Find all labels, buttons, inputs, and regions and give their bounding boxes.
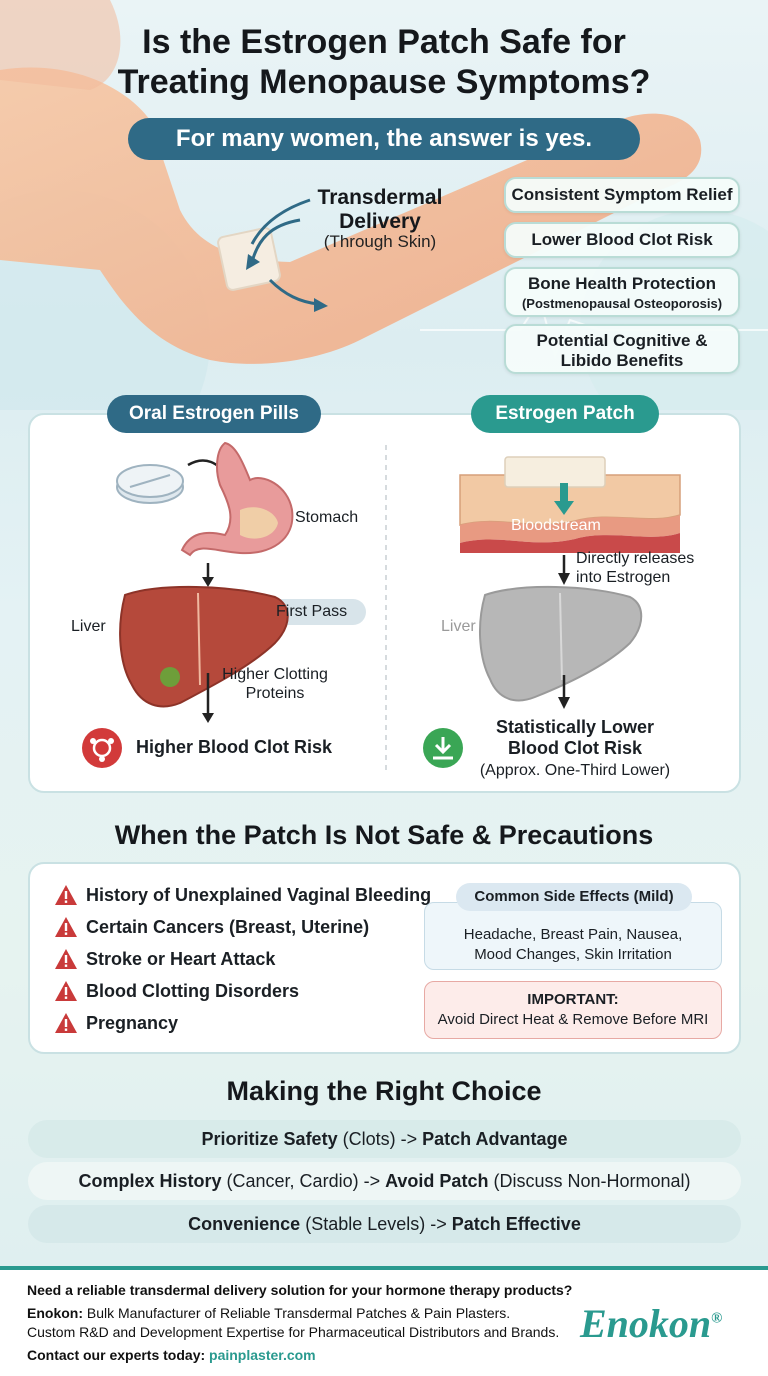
side-effects-line-1: Headache, Breast Pain, Nausea,	[463, 926, 683, 943]
brand-logo: Enokon®	[580, 1300, 722, 1347]
comparison-illustration	[82, 441, 681, 775]
footer-contact-label: Contact our experts today:	[27, 1347, 210, 1363]
proteins-line-1: Higher Clotting	[222, 666, 328, 683]
precaution-label: Certain Cancers (Breast, Uterine)	[86, 916, 370, 937]
benefit-clot-risk: Lower Blood Clot Risk	[504, 222, 740, 258]
liver-bypass-label: Liver	[441, 618, 476, 635]
precaution-label: Pregnancy	[86, 1012, 179, 1033]
choice-detail: (Stable Levels) ->	[300, 1214, 452, 1234]
precaution-item: Pregnancy	[54, 1010, 178, 1036]
choice-row-safety: Prioritize Safety (Clots) -> Patch Advan…	[28, 1120, 741, 1158]
benefit-label: Potential Cognitive &	[536, 331, 708, 350]
benefit-symptom-relief: Consistent Symptom Relief	[504, 177, 740, 213]
benefit-label: Consistent Symptom Relief	[511, 185, 733, 204]
choice-result: Patch Effective	[451, 1214, 581, 1234]
benefit-note: Libido Benefits	[560, 351, 684, 370]
delivery-subtitle: (Through Skin)	[323, 232, 437, 251]
higher-risk-label: Higher Blood Clot Risk	[136, 737, 333, 757]
precaution-item: Blood Clotting Disorders	[54, 978, 299, 1004]
footer-expertise: Custom R&D and Development Expertise for…	[27, 1324, 560, 1340]
benefit-cognitive: Potential Cognitive & Libido Benefits	[504, 324, 740, 374]
footer-divider	[0, 1266, 768, 1270]
warning-icon	[55, 917, 77, 937]
liver-icon	[119, 585, 289, 708]
release-line-1: Directly releases	[576, 550, 695, 567]
blood-clot-risk-icon	[82, 728, 122, 768]
choice-heading: Making the Right Choice	[226, 1076, 542, 1106]
liver-grey-icon	[478, 585, 643, 702]
benefit-bone-health: Bone Health Protection (Postmenopausal O…	[504, 267, 740, 317]
proteins-line-2: Proteins	[245, 685, 305, 702]
precaution-item: Stroke or Heart Attack	[54, 946, 275, 972]
tag-oral-pills: Oral Estrogen Pills	[107, 395, 321, 433]
page-title: Is the Estrogen Patch Safe for Treating …	[0, 22, 768, 102]
release-label: Directly releases into Estrogen	[576, 549, 694, 587]
title-line-2: Treating Menopause Symptoms?	[117, 63, 651, 101]
brand-mark: ®	[711, 1310, 723, 1327]
choice-result: Patch Advantage	[422, 1129, 568, 1149]
benefit-note: (Postmenopausal Osteoporosis)	[521, 296, 723, 311]
release-line-2: into Estrogen	[576, 569, 671, 586]
bloodstream-label: Bloodstream	[511, 517, 601, 534]
choice-row-convenience: Convenience (Stable Levels) -> Patch Eff…	[28, 1205, 741, 1243]
footer-question: Need a reliable transdermal delivery sol…	[27, 1282, 573, 1298]
choice-row-history: Complex History (Cancer, Cardio) -> Avoi…	[28, 1162, 741, 1200]
benefit-label: Lower Blood Clot Risk	[531, 230, 713, 249]
choice-detail: (Clots) ->	[337, 1129, 423, 1149]
pill-icon	[116, 464, 184, 504]
download-check-icon	[423, 728, 463, 768]
warning-icon	[55, 949, 77, 969]
precaution-item: History of Unexplained Vaginal Bleeding	[54, 882, 431, 908]
footer-contact: Contact our experts today: painplaster.c…	[27, 1347, 316, 1363]
benefit-label: Bone Health Protection	[528, 274, 716, 293]
important-title: IMPORTANT:	[527, 991, 619, 1008]
warning-icon	[55, 885, 77, 905]
choice-result: Avoid Patch	[385, 1171, 489, 1191]
side-effects-title: Common Side Effects (Mild)	[456, 883, 692, 911]
choice-key: Complex History	[78, 1171, 222, 1191]
footer-company-text: Bulk Manufacturer of Reliable Transderma…	[83, 1305, 511, 1321]
skin-layers-icon	[459, 456, 681, 553]
footer-company: Enokon: Bulk Manufacturer of Reliable Tr…	[27, 1305, 510, 1321]
comparison-card: Oral Estrogen Pills Estrogen Patch Stoma…	[28, 395, 741, 793]
precaution-label: History of Unexplained Vaginal Bleeding	[86, 884, 432, 905]
clotting-proteins-label: Higher Clotting Proteins	[210, 665, 340, 703]
tag-estrogen-patch: Estrogen Patch	[471, 395, 659, 433]
side-effects-box: Headache, Breast Pain, Nausea, Mood Chan…	[424, 902, 722, 970]
warning-icon	[55, 1013, 77, 1033]
choice-detail: (Cancer, Cardio) ->	[221, 1171, 386, 1191]
footer-company-label: Enokon:	[27, 1305, 83, 1321]
lower-risk-note: (Approx. One-Third Lower)	[479, 762, 671, 779]
precautions-heading: When the Patch Is Not Safe & Precautions	[114, 820, 654, 850]
lower-risk-line-2: Blood Clot Risk	[508, 738, 642, 758]
stomach-label: Stomach	[295, 509, 359, 526]
choice-key: Prioritize Safety	[201, 1129, 338, 1149]
subtitle-badge: For many women, the answer is yes.	[128, 118, 640, 160]
precaution-item: Certain Cancers (Breast, Uterine)	[54, 914, 369, 940]
delivery-title-line-2: Delivery	[339, 210, 421, 233]
precaution-label: Blood Clotting Disorders	[86, 980, 299, 1001]
footer-contact-link[interactable]: painplaster.com	[209, 1347, 316, 1363]
choice-key: Convenience	[188, 1214, 301, 1234]
side-effects-line-2: Mood Changes, Skin Irritation	[474, 946, 672, 963]
lower-risk-label: Statistically Lower Blood Clot Risk	[470, 717, 680, 759]
liver-label: Liver	[71, 618, 106, 635]
important-text: Avoid Direct Heat & Remove Before MRI	[437, 1011, 709, 1028]
choice-note: (Discuss Non-Hormonal)	[488, 1171, 691, 1191]
warning-icon	[55, 981, 77, 1001]
title-line-1: Is the Estrogen Patch Safe for	[142, 23, 626, 61]
precautions-card: History of Unexplained Vaginal Bleeding …	[28, 862, 741, 1054]
first-pass-label: First Pass	[276, 603, 348, 620]
stomach-icon	[180, 441, 294, 557]
precaution-label: Stroke or Heart Attack	[86, 948, 276, 969]
important-box: IMPORTANT: Avoid Direct Heat & Remove Be…	[424, 981, 722, 1039]
brand-name: Enokon	[580, 1301, 712, 1346]
delivery-title: Transdermal Delivery	[290, 186, 470, 234]
delivery-title-line-1: Transdermal	[317, 186, 443, 209]
lower-risk-line-1: Statistically Lower	[495, 717, 655, 737]
